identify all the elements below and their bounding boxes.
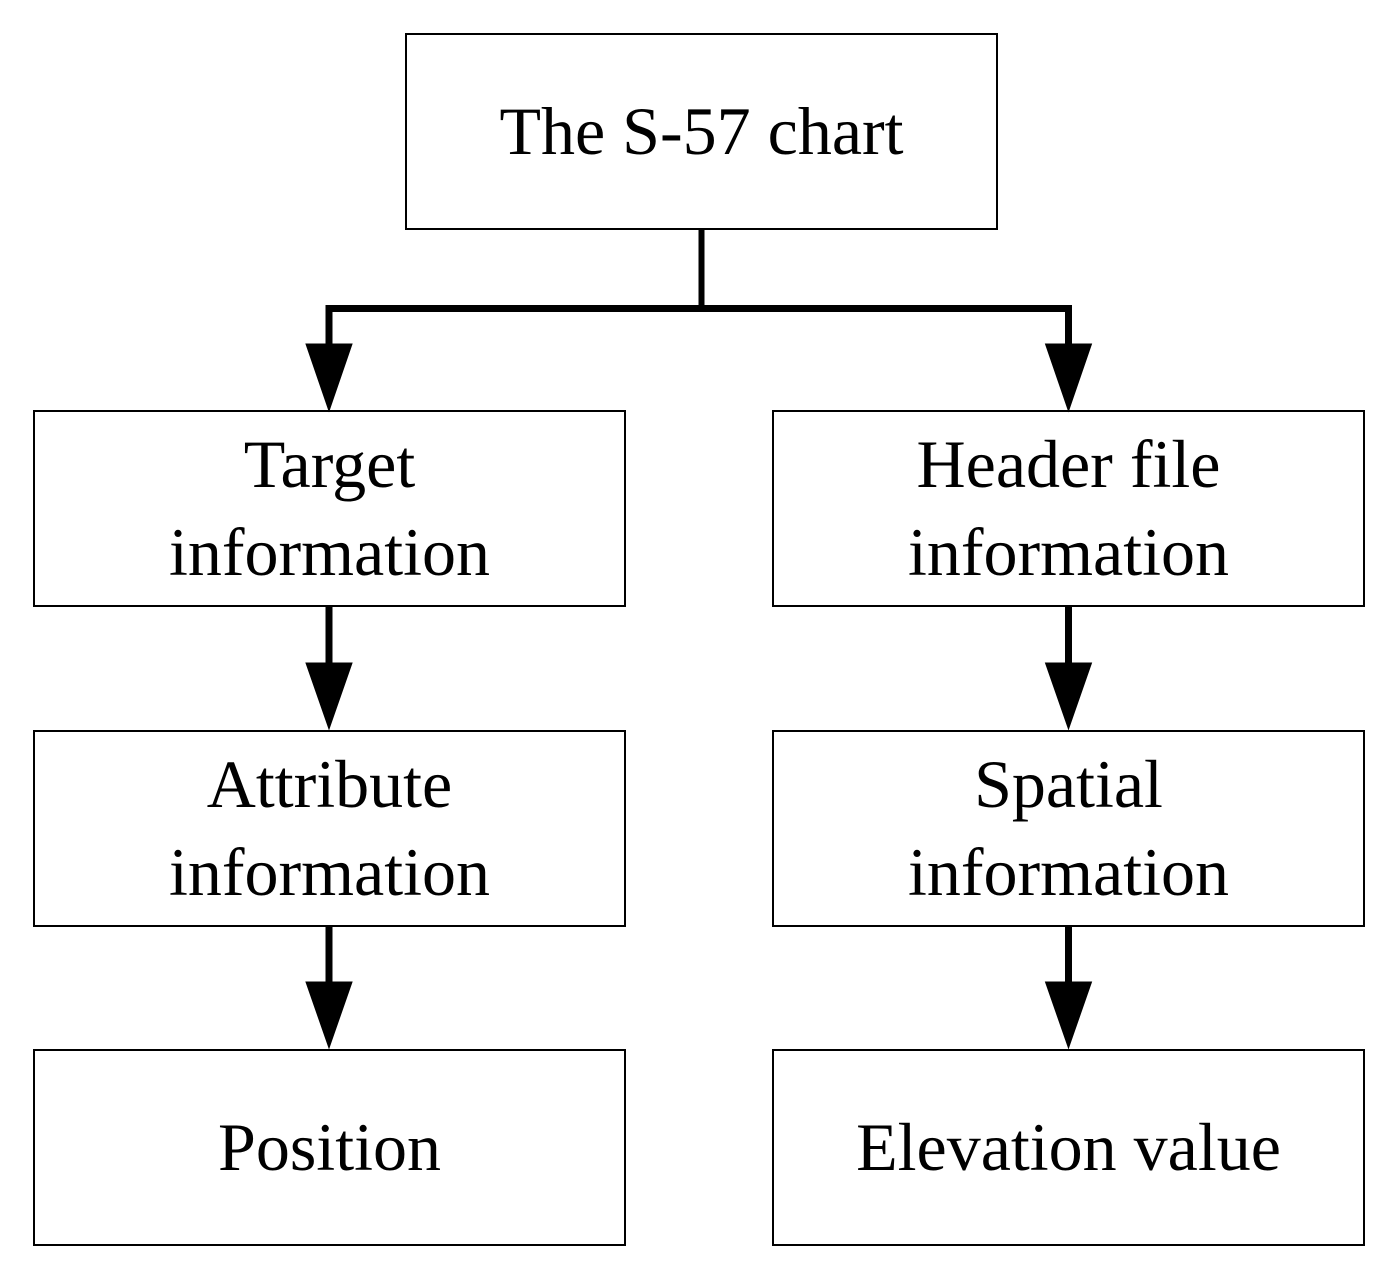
- node-target-information: Target information: [33, 410, 626, 607]
- arrowhead-attribute-to-position: [305, 981, 353, 1050]
- node-header-file-information: Header file information: [772, 410, 1365, 607]
- node-spatial-information: Spatial information: [772, 730, 1365, 927]
- node-elevation-value: Elevation value: [772, 1049, 1365, 1246]
- node-s57-chart: The S-57 chart: [405, 33, 998, 230]
- arrowhead-root-to-header: [1044, 343, 1093, 413]
- arrowhead-header-to-spatial: [1044, 662, 1093, 731]
- node-attribute-information: Attribute information: [33, 730, 626, 927]
- arrowhead-root-to-target: [305, 343, 353, 413]
- arrowhead-spatial-to-elevation: [1044, 981, 1093, 1050]
- arrowhead-target-to-attribute: [305, 662, 353, 731]
- node-position: Position: [33, 1049, 626, 1246]
